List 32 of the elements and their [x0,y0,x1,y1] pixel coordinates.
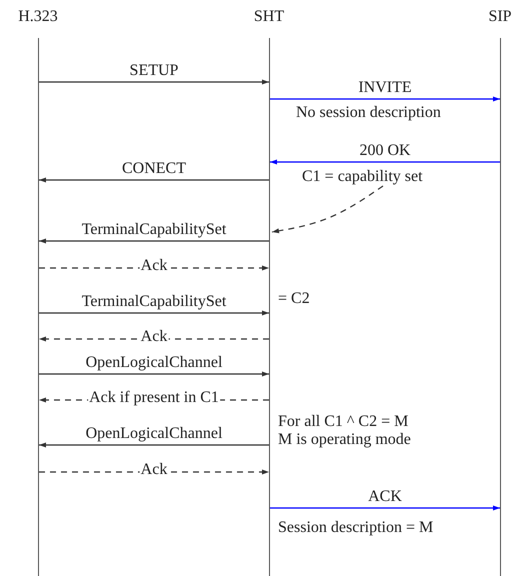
dashed-arrow [272,186,384,234]
message-label: 200 OK [359,143,411,159]
arrow [39,372,269,376]
dashed-arrow [39,470,269,474]
dashed-arrow [39,266,269,270]
message-label: OpenLogicalChannel [86,426,222,442]
note-text: No session description [296,104,442,122]
participant-label: H.323 [18,8,58,26]
arrow [39,310,269,316]
message-label: TerminalCapabilitySet [82,294,226,310]
note-text: M is operating mode [278,431,412,449]
note-text: C1 = capability set [302,168,476,186]
message-label: OpenLogicalChannel [86,355,222,371]
arrow [39,80,269,84]
note-text: Session description = M [278,519,434,537]
dashed-arrow [39,336,269,342]
participant-label: SHT [254,8,284,26]
message-label: Ack if present in C1 [88,390,220,406]
message-label: ACK [368,489,402,505]
arrow [39,442,269,448]
note-text: For all C1 ^ C2 = M [278,413,410,431]
message-label: TerminalCapabilitySet [82,222,226,238]
message-label: CONECT [122,161,186,177]
arrow [270,96,500,102]
note-text: = C2 [278,290,311,308]
message-label: INVITE [358,80,412,96]
arrow [39,178,269,182]
message-label: SETUP [130,63,178,79]
participant-label: SIP [488,8,512,26]
arrow [270,506,500,510]
arrow [270,160,500,164]
arrow [39,238,269,244]
